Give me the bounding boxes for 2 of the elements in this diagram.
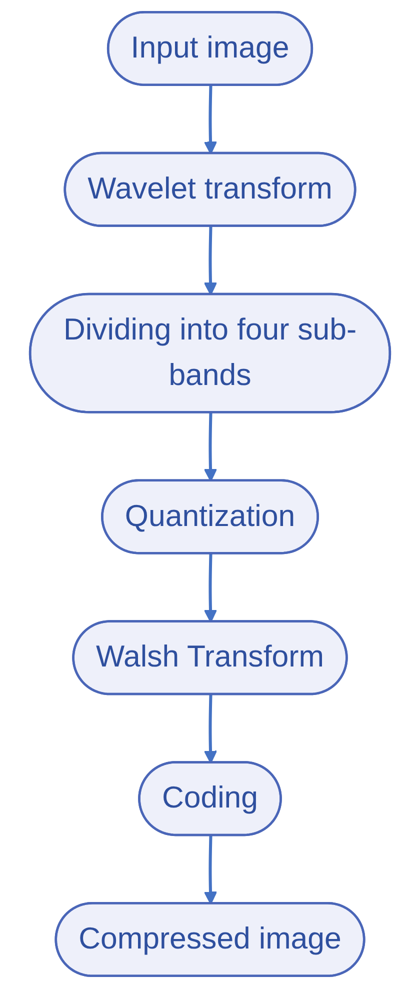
arrow [204, 836, 218, 904]
arrow [204, 86, 218, 154]
